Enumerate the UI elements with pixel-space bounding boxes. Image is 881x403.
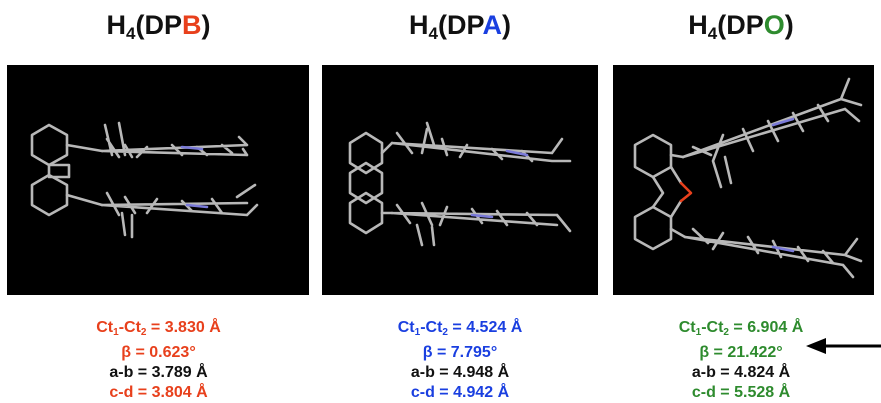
title-dpa: H4(DPA)	[409, 10, 511, 43]
cd-distance: c-d = 3.804 Å	[109, 384, 208, 401]
ab-distance: a-b = 4.948 Å	[410, 364, 510, 381]
beta-angle: β = 0.623°	[121, 344, 196, 361]
cd-distance: c-d = 5.528 Å	[691, 384, 791, 401]
title-dpb: H4(DPB)	[106, 10, 211, 43]
title-dpo: H4(DPO)	[688, 10, 794, 43]
title-accent: A	[482, 10, 502, 40]
stats-dpo: Ct1-Ct2 = 6.904 Å β = 21.422° a-b = 4.82…	[606, 318, 876, 403]
ct-distance: Ct1-Ct2 = 3.830 Å	[96, 319, 221, 338]
stats-dpb: Ct1-Ct2 = 3.830 Å β = 0.623° a-b = 3.789…	[0, 318, 317, 403]
beta-angle: β = 7.795°	[422, 344, 498, 361]
left-arrow-icon	[806, 338, 881, 354]
stats-dpa: Ct1-Ct2 = 4.524 Å β = 7.795° a-b = 4.948…	[314, 318, 606, 403]
ab-distance: a-b = 3.789 Å	[109, 364, 208, 381]
structure-image-dpb	[7, 65, 309, 295]
beta-angle: β = 21.422°	[699, 344, 783, 361]
title-accent: B	[181, 10, 202, 40]
structure-image-dpa	[322, 65, 598, 295]
structure-image-dpo	[613, 65, 874, 295]
ct-distance: Ct1-Ct2 = 6.904 Å	[678, 319, 804, 338]
title-accent: O	[763, 10, 785, 40]
cd-distance: c-d = 4.942 Å	[410, 384, 510, 401]
ct-distance: Ct1-Ct2 = 4.524 Å	[397, 319, 523, 338]
ab-distance: a-b = 4.824 Å	[691, 364, 791, 381]
